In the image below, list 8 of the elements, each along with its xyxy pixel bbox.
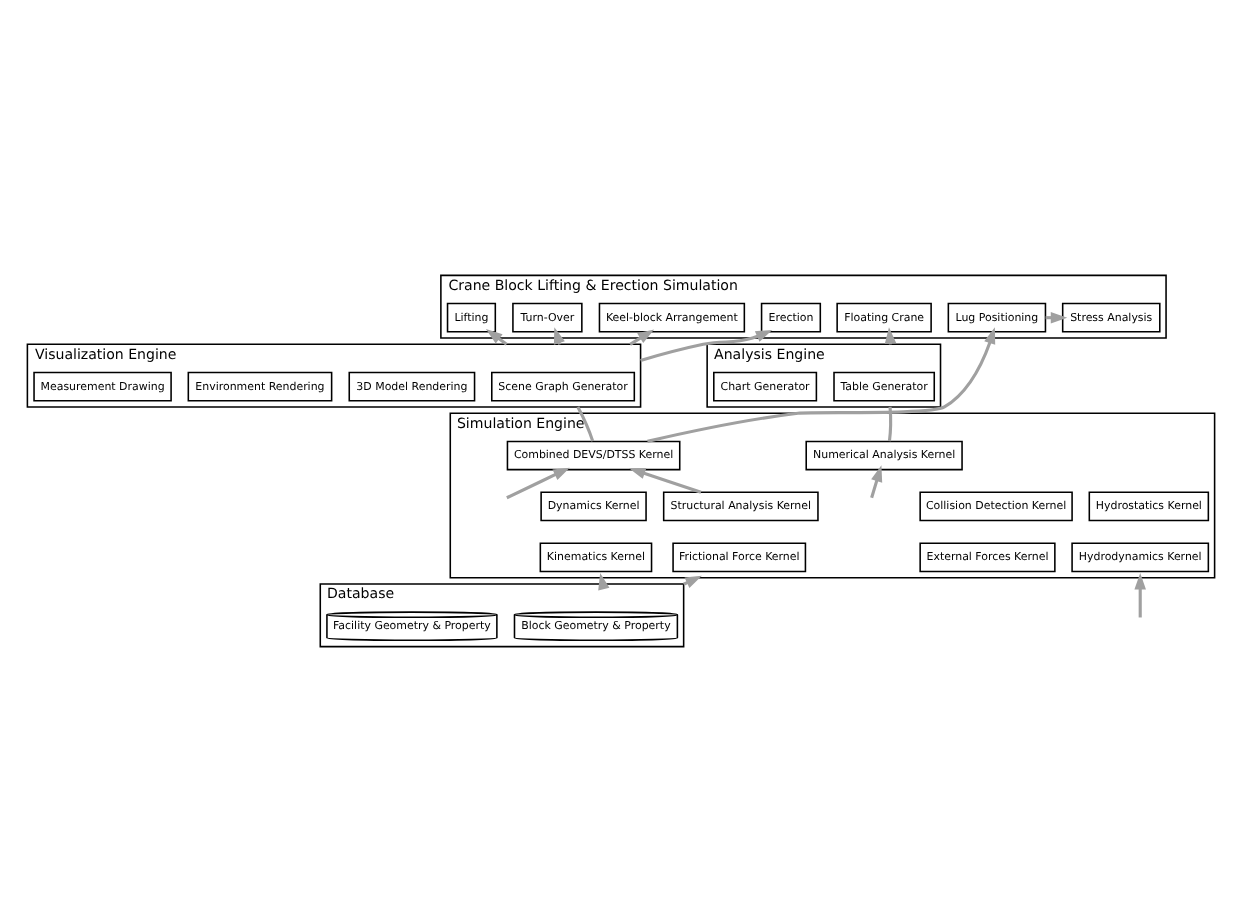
arrow: [1134, 571, 1146, 617]
connector: [576, 405, 595, 441]
arrow: [647, 326, 996, 442]
arrow: [870, 464, 883, 498]
arrow: [640, 328, 773, 361]
arrow: [506, 466, 570, 499]
connector: [887, 405, 893, 441]
arrow: [629, 466, 702, 493]
